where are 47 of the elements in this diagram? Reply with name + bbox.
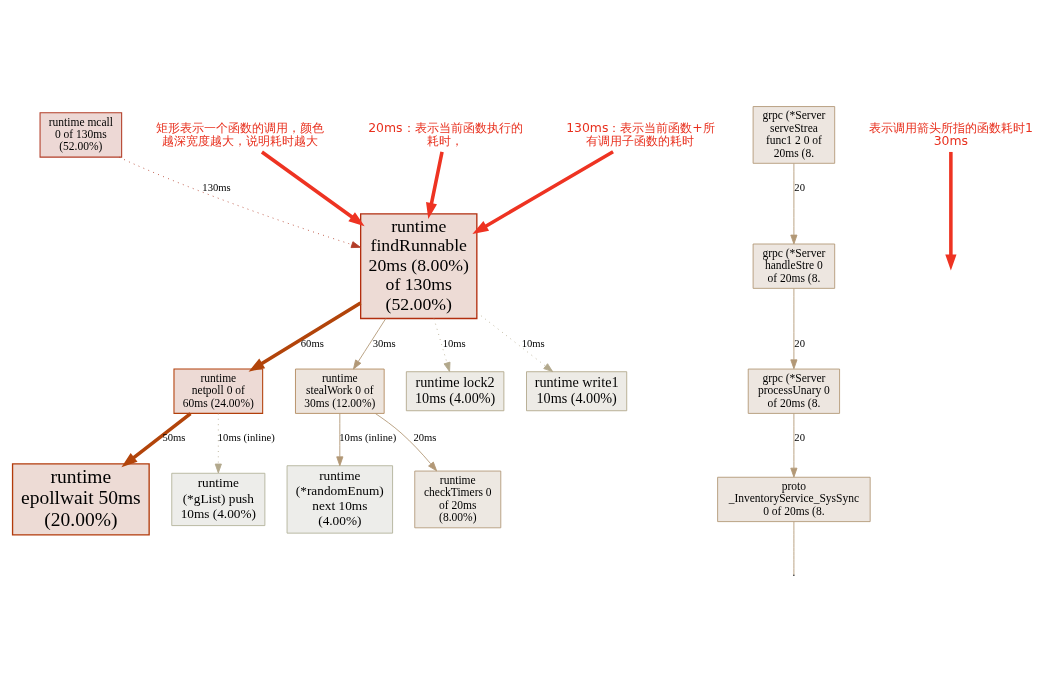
node-box: runtime epollwait 50ms (20.00%) [11, 463, 150, 536]
node-text: 表示调用箭头所指的函数耗时130ms [868, 119, 1033, 148]
node-box: runtime checkTimers 0 of 20ms (8.00%) [414, 470, 502, 529]
edge-label: 30ms [372, 337, 396, 349]
node-box: runtime netpoll 0 of 60ms (24.00%) [173, 368, 264, 414]
arrow [790, 288, 798, 370]
node-box: grpc (*Server handleStre 0 of 20ms (8. [752, 243, 836, 289]
node-box: grpc (*Server serveStrea func1 2 0 of 20ms (8. [752, 106, 836, 164]
node-box: runtime findRunnable 20ms (8.00%) of 130ms (52.00%) [360, 213, 478, 320]
edge-label: 20 [794, 337, 805, 349]
arrow [426, 151, 444, 219]
arrow [790, 413, 798, 478]
arrow [248, 301, 362, 372]
edge-label: 130ms [202, 182, 231, 194]
arrow [118, 156, 361, 249]
edge-label: 20 [794, 432, 805, 444]
arrow [336, 413, 344, 467]
node-box: runtime mcall 0 of 130ms (52.00%) [39, 112, 123, 158]
edge-label: 20 [794, 182, 805, 194]
arrow [472, 150, 614, 234]
node-box: runtime (*gList) push 10ms (4.00%) [171, 472, 266, 527]
node-box: runtime write1 10ms (4.00%) [526, 371, 628, 412]
arrow [945, 151, 957, 271]
edge-label: 10ms [442, 337, 466, 349]
edge-label: 10ms (inline) [339, 432, 397, 444]
arrow [433, 318, 451, 372]
node-text: 130ms：表示当前函数+所有调用子函数的耗时 [566, 119, 715, 148]
arrow [260, 150, 365, 227]
arrow [353, 318, 387, 370]
arrow [374, 413, 438, 472]
arrow [214, 413, 222, 474]
arrow [790, 163, 798, 245]
node-box: grpc (*Server processUnary 0 of 20ms (8. [747, 368, 840, 414]
node-text: 20ms：表示当前函数执行的耗时， [368, 119, 523, 148]
edge-label: 20ms [413, 432, 437, 444]
node-text: 矩形表示一个函数的调用，颜色越深宽度越大，说明耗时越大 [155, 119, 324, 148]
edge-label: 10ms [521, 337, 545, 349]
arrow [476, 312, 554, 373]
edge-label: 60ms [300, 337, 324, 349]
edge-label: 50ms [162, 432, 186, 444]
node-box: runtime stealWork 0 of 30ms (12.00%) [295, 368, 385, 414]
node-box: runtime (*randomEnum) next 10ms (4.00%) [286, 465, 394, 534]
node-box: runtime lock2 10ms (4.00%) [405, 371, 505, 412]
edge-label: 10ms (inline) [217, 432, 275, 444]
connector [793, 521, 795, 576]
node-box: proto _InventoryService_SysSync 0 of 20ms (8. [717, 476, 871, 523]
arrow [121, 412, 192, 468]
